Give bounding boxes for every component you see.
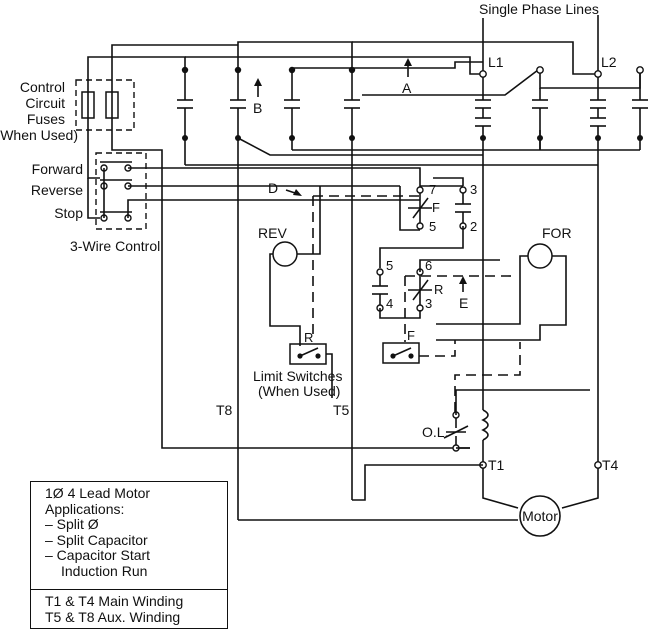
node-7: 7 (429, 182, 436, 197)
t8-label: T8 (216, 402, 233, 418)
winding-aux: T5 & T8 Aux. Winding (45, 608, 181, 625)
limit-switches-label-2: (When Used) (258, 383, 340, 399)
three-wire-control (87, 152, 421, 230)
limit-switches-label-1: Limit Switches (253, 368, 342, 384)
node-4: 4 (386, 296, 393, 311)
supply-lines (482, 15, 599, 74)
t5-label: T5 (333, 402, 350, 418)
motor-wiring (238, 461, 602, 521)
node-2: 2 (470, 219, 477, 234)
r-contacts (372, 259, 512, 342)
notes-title: 1Ø 4 Lead Motor (45, 485, 151, 501)
power-bus-wiring (87, 41, 641, 96)
reverse-label: Reverse (31, 182, 83, 198)
stop-label: Stop (54, 205, 83, 221)
control-fuses (75, 79, 470, 449)
t1-label: T1 (488, 457, 505, 473)
notes-apps: Applications: (45, 500, 125, 517)
single-phase-lines-label: Single Phase Lines (479, 1, 599, 17)
node-5a: 5 (429, 219, 436, 234)
l1-label: L1 (488, 54, 504, 70)
overload (443, 342, 590, 465)
node-3a: 3 (470, 182, 477, 197)
node-f-1: F (432, 200, 440, 215)
e-label: E (459, 295, 468, 311)
winding-section: T1 & T4 Main Winding T5 & T8 Aux. Windin… (31, 590, 227, 625)
for-coil (436, 243, 567, 341)
forward-label: Forward (32, 161, 83, 177)
fuses-label-4: (When Used) (0, 127, 78, 143)
power-contacts (177, 70, 648, 520)
t4-label: T4 (602, 457, 619, 473)
l2-label: L2 (601, 54, 617, 70)
rev-label: REV (258, 225, 287, 241)
limit-f-label: F (407, 328, 415, 343)
winding-main: T1 & T4 Main Winding (45, 593, 184, 609)
node-5b: 5 (386, 258, 393, 273)
d-label: D (268, 180, 278, 196)
notes-item: – Split Capacitor (45, 531, 148, 548)
node-3b: 3 (425, 296, 432, 311)
motor-label: Motor (522, 508, 558, 524)
limit-r-label: R (304, 330, 313, 345)
node-6: 6 (425, 258, 432, 273)
b-label: B (253, 100, 262, 116)
limit-switches (289, 340, 456, 398)
fuses-label-1: Control (20, 79, 65, 95)
a-label: A (402, 80, 412, 96)
indicator-arrows (254, 58, 467, 292)
notes-item: – Split Ø (45, 516, 99, 532)
for-label: FOR (542, 225, 572, 241)
rev-coil (269, 186, 321, 346)
motor (519, 495, 561, 537)
ol-label: O.L. (422, 424, 448, 440)
fuses-label-3: Fuses (27, 111, 65, 127)
node-r-1: R (434, 282, 443, 297)
wire-control-label: 3-Wire Control (70, 238, 160, 254)
notes-item: – Capacitor Start (45, 547, 151, 563)
interlock-contacts (312, 177, 471, 338)
contact-terminals (181, 66, 644, 141)
notes-box: 1Ø 4 Lead Motor Applications: – Split Ø … (30, 481, 228, 629)
fuses-label-2: Circuit (25, 95, 65, 111)
applications-section: 1Ø 4 Lead Motor Applications: – Split Ø … (31, 482, 227, 590)
notes-item-cont: Induction Run (61, 562, 148, 579)
